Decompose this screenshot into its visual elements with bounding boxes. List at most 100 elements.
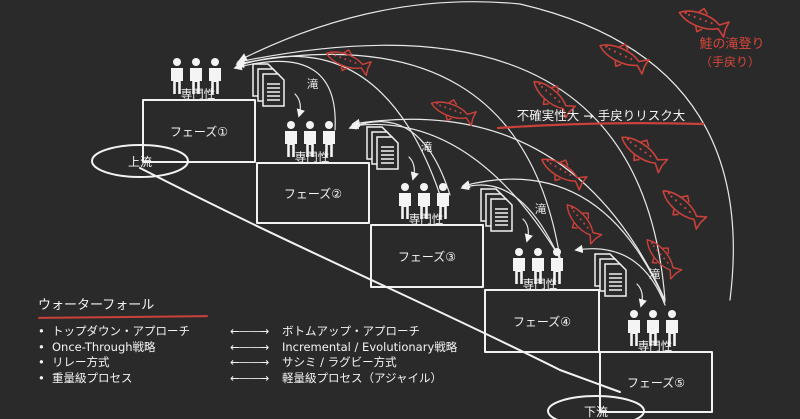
salmon-icon	[541, 158, 588, 191]
double-arrow-icon: ←——→	[230, 339, 269, 354]
person-icon	[532, 248, 544, 284]
phase-box	[370, 224, 484, 288]
bullet-icon: •	[38, 355, 45, 369]
feedback-arrow	[238, 1, 734, 301]
uncertainty-underline	[496, 122, 705, 130]
upstream-label: 上流	[128, 155, 152, 169]
arrow-icon	[408, 156, 419, 181]
person-icon	[171, 58, 183, 94]
phase-box	[484, 289, 600, 353]
waterfall-label: 滝	[535, 202, 547, 216]
expertise-label: 専門性	[409, 212, 444, 226]
downstream-ellipse	[547, 395, 645, 419]
feedback-arrow	[235, 53, 561, 259]
phase-label: フェーズ③	[398, 249, 456, 264]
salmon-subtitle: （手戻り）	[700, 55, 760, 69]
salmon-icon	[599, 43, 650, 75]
salmon-icon	[566, 204, 603, 245]
legend-left: トップダウン・アプローチ	[52, 324, 190, 338]
phase-box	[256, 162, 370, 224]
salmon-icon	[430, 99, 477, 127]
feedback-arcs	[233, 1, 734, 306]
double-arrow-icon: ←——→	[230, 370, 269, 385]
slope-line	[139, 167, 621, 393]
legend-row: • リレー方式 ←——→ サシミ / ラグビー方式	[38, 355, 518, 371]
salmon-icon	[678, 7, 730, 38]
expertise-label: 専門性	[181, 87, 216, 101]
phase-boxes: フェーズ① フェーズ② フェーズ③ フェーズ④ フェーズ⑤	[142, 99, 713, 413]
person-icon	[436, 183, 449, 219]
person-icon	[628, 310, 640, 346]
waterfall-label: 滝	[649, 267, 661, 281]
uncertainty-note: 不確実性大 → 手戻りリスク大	[517, 108, 685, 123]
bullet-icon: •	[38, 324, 45, 338]
arrow-icon	[522, 218, 533, 243]
bullet-icon: •	[38, 370, 45, 385]
person-icon	[551, 248, 563, 284]
person-icon	[303, 121, 316, 157]
salmon-title: 鮭の滝登り	[699, 37, 764, 52]
feedback-arrow	[348, 121, 451, 196]
expertise-label: 専門性	[523, 277, 558, 291]
phase-label: フェーズ⑤	[627, 375, 685, 390]
legend-left: リレー方式	[52, 355, 110, 369]
legend-row: • Once-Through戦略 ←——→ Incremental / Evol…	[38, 340, 518, 356]
person-icon	[209, 58, 221, 94]
document-icon	[594, 253, 627, 297]
legend-row: • トップダウン・アプローチ ←——→ ボトムアップ・アプローチ	[38, 324, 518, 340]
document-icon	[480, 188, 513, 232]
arrow-icon	[636, 283, 647, 308]
feedback-arrow	[460, 182, 561, 261]
legend-right: 軽量級プロセス（アジャイル）	[282, 370, 442, 385]
feedback-arrow	[574, 244, 666, 306]
feedback-arrow	[351, 118, 666, 301]
legend-right: サシミ / ラグビー方式	[282, 355, 397, 369]
upstream-ellipse	[91, 144, 189, 178]
legend-right: ボトムアップ・アプローチ	[282, 324, 420, 338]
waterfall-label: 滝	[421, 140, 433, 154]
feedback-arrow	[236, 44, 666, 301]
person-icon	[666, 310, 678, 346]
salmon-icon	[325, 49, 372, 77]
person-icon	[398, 183, 411, 219]
expertise-label: 専門性	[638, 339, 673, 353]
legend-row: • 重量級プロセス ←——→ 軽量級プロセス（アジャイル）	[38, 371, 518, 387]
person-icon	[284, 121, 297, 157]
feedback-arrow	[350, 120, 561, 259]
feedback-arrow	[461, 178, 666, 303]
document-icon	[252, 63, 285, 107]
bullet-icon: •	[38, 339, 45, 354]
person-icon	[647, 310, 659, 346]
legend-left: Once-Through戦略	[52, 339, 156, 354]
legend-right: Incremental / Evolutionary戦略	[282, 339, 458, 354]
phase-box	[599, 351, 713, 413]
feedback-arrow	[233, 60, 336, 131]
document-icon	[366, 126, 399, 170]
salmon-icon	[621, 136, 669, 174]
waterfall-label: 滝	[307, 77, 319, 91]
legend-left: 重量級プロセス	[52, 370, 133, 385]
legend-heading: ウォーターフォール	[37, 294, 209, 319]
salmon-group	[325, 7, 730, 280]
downstream-label: 下流	[584, 405, 608, 419]
legend: ウォーターフォール • トップダウン・アプローチ ←——→ ボトムアップ・アプロ…	[37, 294, 518, 387]
person-icon	[417, 183, 430, 219]
phase-box	[142, 99, 256, 163]
salmon-icon	[662, 190, 708, 230]
person-icon	[322, 121, 335, 157]
person-icon	[513, 248, 525, 284]
legend-heading-underline	[37, 315, 209, 319]
arrow-icon	[294, 93, 305, 118]
expertise-label: 専門性	[295, 150, 330, 164]
salmon-icon	[533, 80, 577, 119]
double-arrow-icon: ←——→	[230, 324, 269, 338]
salmon-icon	[646, 239, 683, 280]
double-arrow-icon: ←——→	[230, 355, 269, 369]
person-icon	[190, 58, 202, 94]
phase-label: フェーズ①	[170, 124, 228, 139]
phase-label: フェーズ④	[513, 314, 571, 329]
phase-label: フェーズ②	[284, 186, 342, 201]
